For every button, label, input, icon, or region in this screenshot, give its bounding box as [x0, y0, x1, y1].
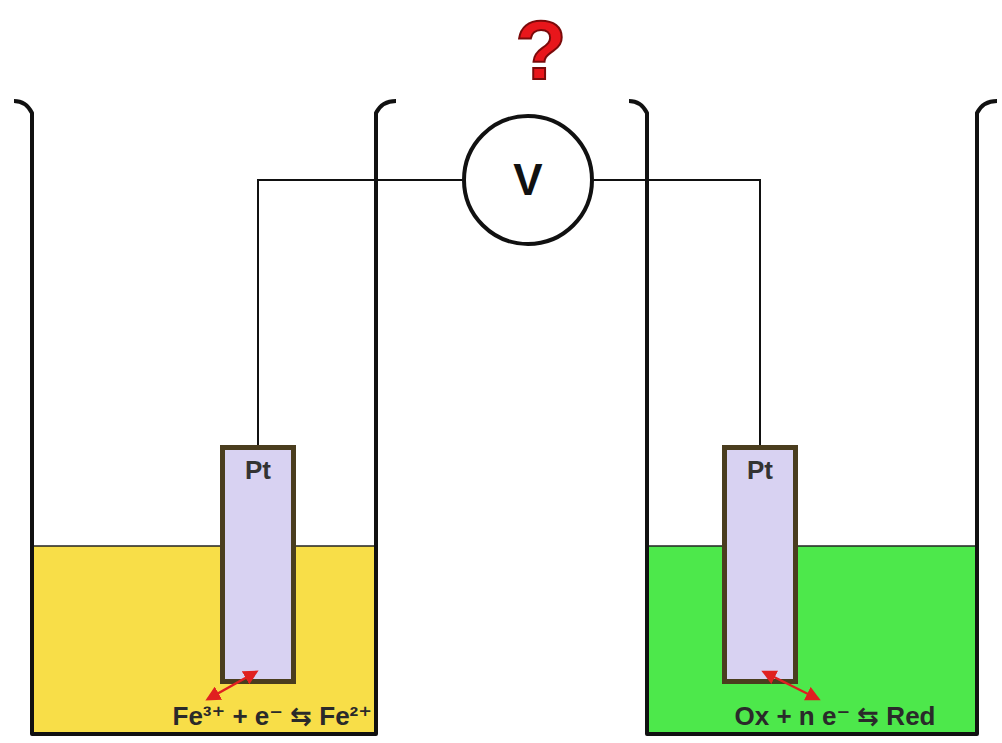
beaker-outline: [627, 95, 999, 738]
liquid-surface: [32, 545, 376, 547]
electrode-label: Pt: [727, 450, 793, 485]
beaker-outline: [12, 95, 398, 738]
liquid-surface: [647, 545, 977, 547]
platinum-electrode: Pt: [722, 445, 798, 684]
solution: [32, 546, 376, 734]
wire: [594, 180, 760, 445]
half-reaction: Fe³⁺ + e⁻ ⇆ Fe²⁺: [173, 702, 373, 731]
question-mark: ?: [515, 8, 566, 92]
electrode-label: Pt: [225, 450, 291, 485]
electron-exchange-arrow: [764, 672, 818, 699]
wire: [258, 180, 462, 445]
beaker: Fe³⁺ + e⁻ ⇆ Fe²⁺ Pt: [12, 95, 398, 738]
half-reaction: Ox + n e⁻ ⇆ Red: [735, 702, 936, 731]
platinum-electrode: Pt: [220, 445, 296, 684]
solution: [647, 546, 977, 734]
beaker-wall: [629, 101, 997, 734]
beaker: Ox + n e⁻ ⇆ Red Pt: [627, 95, 999, 738]
electron-exchange-arrow: [208, 672, 256, 699]
voltmeter: V: [462, 114, 594, 246]
meter-symbol: V: [513, 158, 542, 202]
beaker-wall: [14, 101, 396, 734]
